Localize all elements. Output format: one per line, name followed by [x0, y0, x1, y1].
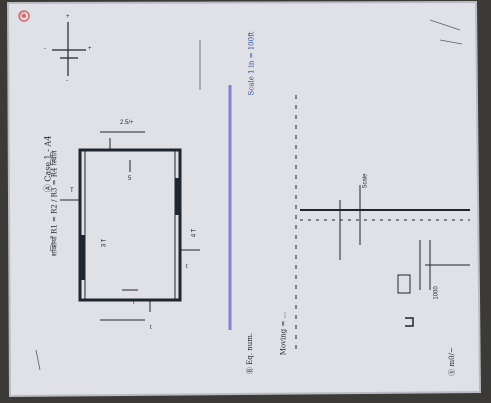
scale-annotation: Scale — [362, 173, 369, 189]
marking-8: t — [150, 325, 152, 331]
frame-diagram-a — [60, 131, 200, 321]
equation-left: Moving = ... — [279, 311, 288, 356]
marking-6: T — [70, 188, 74, 194]
scale-value: 1000 — [433, 286, 440, 300]
axis-label-bottom: - — [66, 78, 68, 84]
problem-a-subtitle: शक्तियाँ R1 = R2 / R3 = R4 स्थिति — [50, 150, 59, 257]
paper-sheet — [8, 2, 480, 396]
corner-mark: R — [20, 12, 26, 19]
beam-diagram-b — [295, 95, 470, 350]
axis-label-left: - — [44, 46, 46, 52]
marking-5: T — [132, 300, 136, 306]
marking-4: 5 — [128, 176, 132, 182]
marking-2: 3 T — [101, 238, 108, 248]
problem-b-label: Ⓑ Eq. num. — [246, 332, 255, 375]
signature: ⓑ m0/~ — [447, 347, 456, 376]
marking-1: 2.5/+ — [120, 120, 134, 126]
corner-stamp-icon — [18, 10, 30, 22]
marking-3: 4 T — [191, 228, 198, 238]
scale-note: Scale 1 in = 100ft — [247, 31, 256, 96]
axis-label-right: + — [88, 46, 92, 52]
axis-label-top: + — [66, 14, 70, 20]
marking-7: t — [186, 264, 188, 270]
axes-symbol — [52, 22, 86, 76]
